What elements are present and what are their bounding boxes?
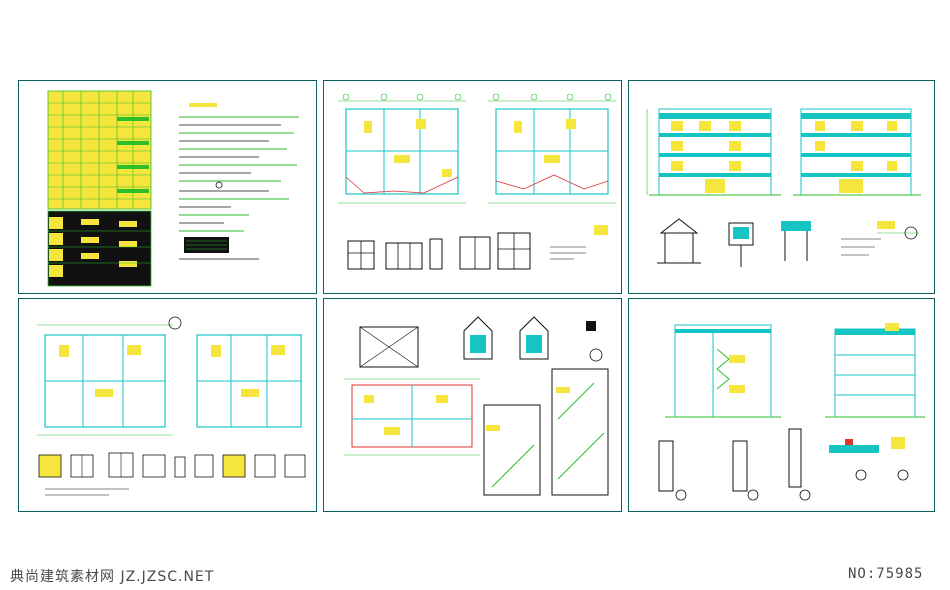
sheet-floor-plans-1	[323, 80, 622, 294]
floor-plan-3-right	[168, 316, 302, 428]
room-finish-table	[47, 210, 152, 287]
sheet-floor-plans-1-drawing	[338, 93, 616, 270]
sheet-roof-stairs	[323, 298, 622, 512]
sheet-sections-drawing	[658, 323, 925, 501]
floor-plan-3-left	[37, 324, 173, 436]
floor-plan-left	[338, 93, 466, 204]
sheet-floor-plans-2-drawing	[37, 316, 306, 496]
watermark-text: 典尚建筑素材网 JZ.JZSC.NET	[10, 569, 215, 585]
drawing-number: NO:75985	[848, 566, 924, 582]
design-notes-text	[179, 103, 299, 260]
section-a	[665, 324, 781, 418]
sheet-sections	[628, 298, 935, 512]
window-details-row	[347, 225, 608, 270]
sheet-roof-stairs-drawing	[344, 316, 609, 496]
door-window-schedule-table	[47, 90, 152, 210]
wall-details	[658, 428, 909, 501]
sheet-elevations	[628, 80, 935, 294]
floor-plan-right	[488, 93, 616, 204]
roof-plan	[344, 326, 480, 456]
section-b	[825, 323, 925, 418]
stair-sections	[483, 368, 609, 496]
front-elevation	[646, 108, 781, 196]
sheet-design-notes-drawing	[47, 90, 299, 287]
dormer-details	[463, 316, 603, 362]
pavilion-detail	[657, 218, 919, 267]
window-details-row-2	[38, 452, 306, 496]
sheet-floor-plans-2	[18, 298, 317, 512]
sheet-elevations-drawing	[646, 108, 921, 267]
sheet-design-notes	[18, 80, 317, 294]
side-elevation	[793, 108, 921, 196]
